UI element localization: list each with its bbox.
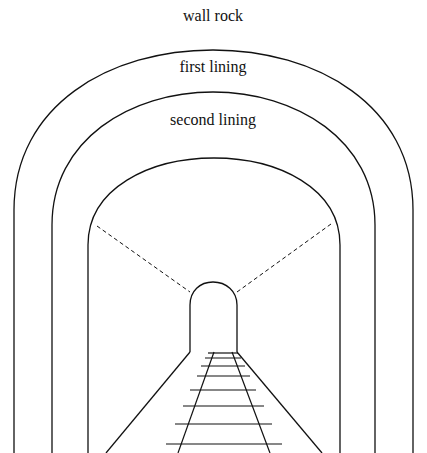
floor-edge [237,352,322,453]
dashed-line [237,224,331,292]
part-label: first lining [177,57,248,76]
outer-arch [14,50,413,453]
floor-edge [106,352,190,453]
part-label: second lining [168,110,258,129]
part-label: wall rock [181,6,245,25]
inner-arch [88,158,340,453]
portal [190,282,237,352]
dashed-line [97,226,190,292]
middle-arch [52,92,375,453]
rail-track [166,352,282,453]
